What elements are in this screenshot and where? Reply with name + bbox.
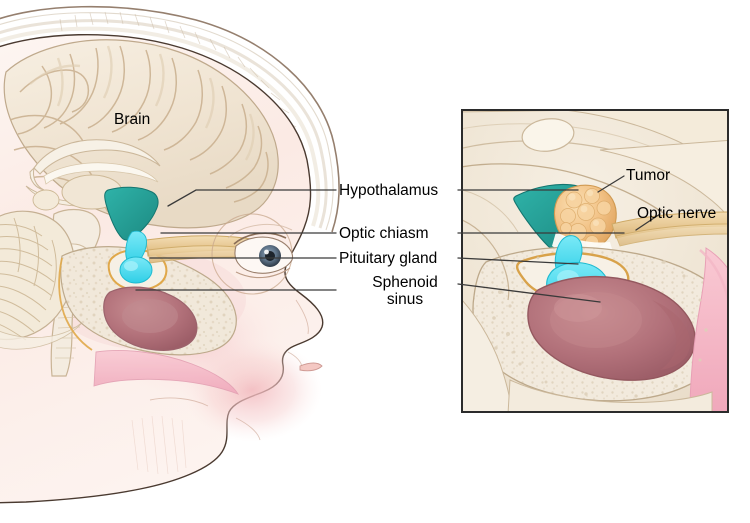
sinus-inset-highlight2 <box>554 294 602 322</box>
inset-lower-bone <box>463 300 512 411</box>
inset-third-ventricle <box>521 118 575 152</box>
sagittal-head-view <box>0 5 340 504</box>
corpus-callosum <box>33 139 161 175</box>
label-optic-nerve: Optic nerve <box>637 205 717 222</box>
neck-shading <box>131 415 187 475</box>
sinus-highlight <box>122 299 178 333</box>
inset-contour <box>463 189 519 233</box>
pituitary-gland-main <box>119 256 153 284</box>
sinus-inset-highlight <box>550 292 642 348</box>
label-tumor: Tumor <box>626 167 671 184</box>
cerebral-gyri-highlights <box>29 45 255 161</box>
brow-line <box>227 224 293 239</box>
lower-eyelid <box>235 267 291 279</box>
label-optic-chiasm: Optic chiasm <box>339 225 429 242</box>
inset-brain-base-line <box>463 163 681 227</box>
brain-sagittal <box>0 39 279 377</box>
clivus-outline <box>58 257 93 351</box>
label-hypothalamus: Hypothalamus <box>339 182 439 199</box>
inset-nasal-floor <box>507 379 713 411</box>
label-pituitary-gland: Pituitary gland <box>339 250 438 267</box>
skull-base-region <box>58 246 240 395</box>
inset-temporal-lobe <box>599 140 727 217</box>
optic-nerve-inset-lower <box>615 223 727 247</box>
lips <box>299 362 323 372</box>
optic-nerve-leader <box>635 213 661 231</box>
pituitary-highlight <box>124 261 138 271</box>
nasal-mucosa <box>93 350 240 395</box>
tumor-leader <box>597 175 625 193</box>
label-sphenoid-line2: sinus <box>386 291 424 308</box>
inset-bone-speckles <box>492 256 708 398</box>
nasal-mucosa-inset <box>689 247 727 411</box>
mucosa-edge <box>699 249 727 301</box>
anterior-commissure <box>32 189 60 211</box>
sinus-septum <box>652 300 691 370</box>
eye-highlight <box>264 249 269 255</box>
eye-region <box>211 213 294 295</box>
label-sphenoid-line1: Sphenoid <box>372 274 438 291</box>
leader-lines <box>135 175 661 303</box>
label-sphenoid-sinus: Sphenoid sinus <box>355 274 455 308</box>
inset-border <box>461 109 729 413</box>
label-brain: Brain <box>114 111 151 128</box>
sphenoid-sinus-inset <box>527 275 696 381</box>
lateral-ventricle <box>43 162 159 185</box>
hypothalamus-leader-left <box>167 189 337 207</box>
sphenoid-leader-right <box>457 283 601 303</box>
pituitary-leader-right <box>457 257 579 265</box>
